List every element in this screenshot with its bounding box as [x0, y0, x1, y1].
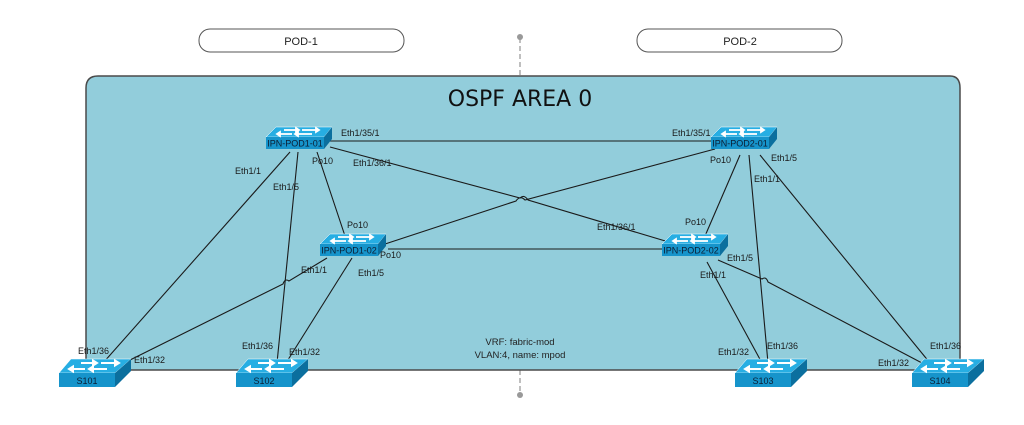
switch-label: IPN-POD1-01 — [267, 139, 323, 149]
pod-2-label-box: POD-2 — [636, 28, 843, 53]
switch-s104[interactable]: S104 — [911, 358, 985, 387]
port-label: Eth1/1 — [301, 265, 327, 275]
area-title: OSPF AREA 0 — [448, 87, 592, 112]
switch-ipn-pod2-01[interactable]: IPN-POD2-01 — [710, 126, 778, 149]
port-label: Po10 — [312, 156, 333, 166]
switch-label: IPN-POD2-02 — [663, 246, 719, 256]
port-label: Eth1/35/1 — [672, 128, 711, 138]
switch-s102[interactable]: S102 — [235, 358, 309, 387]
ospf-area-box — [85, 75, 961, 371]
port-labels: Eth1/35/1 Eth1/36/1 Po10 Eth1/1 Eth1/5 P… — [78, 128, 961, 368]
port-label: Eth1/1 — [754, 174, 780, 184]
port-label: Eth1/32 — [134, 355, 165, 365]
vrf-note: VRF: fabric-mod — [485, 337, 554, 348]
switch-label: S104 — [929, 376, 950, 386]
switch-s103[interactable]: S103 — [734, 358, 808, 387]
switch-arrows-icon — [67, 358, 121, 374]
port-label: Po10 — [710, 155, 731, 165]
port-label: Eth1/5 — [727, 253, 753, 263]
vlan-note: VLAN:4, name: mpod — [475, 350, 566, 361]
switch-ipn-pod1-01[interactable]: IPN-POD1-01 — [265, 126, 333, 149]
switch-label: IPN-POD2-01 — [712, 139, 768, 149]
link-pod1-01-s102 — [276, 151, 299, 364]
port-label: Eth1/36/1 — [353, 158, 392, 168]
port-label: Eth1/36 — [78, 346, 109, 356]
switch-label: S103 — [752, 376, 773, 386]
port-label: Eth1/32 — [718, 347, 749, 357]
port-label: Eth1/36 — [767, 341, 798, 351]
port-label: Po10 — [380, 250, 401, 260]
switch-arrows-icon — [720, 126, 766, 138]
switch-ipn-pod2-02[interactable]: IPN-POD2-02 — [661, 233, 729, 256]
switch-arrows-icon — [275, 126, 321, 138]
link-pod2-01-pod2-02 — [704, 154, 741, 237]
port-label: Eth1/32 — [878, 358, 909, 368]
switch-arrows-icon — [244, 358, 298, 374]
pod-2-label: POD-2 — [723, 36, 757, 48]
link-pod2-01-s104 — [759, 154, 931, 364]
port-label: Eth1/5 — [273, 182, 299, 192]
link-pod1-01-pod1-02 — [316, 151, 346, 237]
switch-label: IPN-POD1-02 — [321, 246, 377, 256]
link-pod1-02-s101 — [123, 257, 328, 364]
switch-ipn-pod1-02[interactable]: IPN-POD1-02 — [319, 233, 387, 256]
link-pod1-02-pod2-01 — [381, 148, 716, 246]
port-label: Eth1/36/1 — [597, 222, 636, 232]
port-label: Eth1/36 — [930, 341, 961, 351]
port-label: Eth1/32 — [289, 347, 320, 357]
pod-divider — [517, 34, 523, 398]
switch-label: S102 — [253, 376, 274, 386]
port-label: Eth1/5 — [771, 153, 797, 163]
pod-1-label: POD-1 — [284, 36, 318, 48]
switch-arrows-icon — [329, 233, 375, 245]
switch-arrows-icon — [743, 358, 797, 374]
switch-label: S101 — [76, 376, 97, 386]
port-label: Eth1/5 — [358, 268, 384, 278]
port-label: Eth1/1 — [700, 270, 726, 280]
port-label: Eth1/35/1 — [341, 128, 380, 138]
links — [102, 140, 931, 364]
link-pod1-02-s102 — [285, 257, 353, 364]
link-pod2-02-s103 — [706, 261, 763, 364]
switch-arrows-icon — [920, 358, 974, 374]
port-label: Eth1/36 — [242, 341, 273, 351]
link-pod1-01-s101 — [102, 151, 291, 364]
switch-arrows-icon — [671, 233, 717, 245]
port-label: Eth1/1 — [235, 166, 261, 176]
port-label: Po10 — [347, 220, 368, 230]
link-pod2-02-s104 — [717, 259, 923, 364]
pod-1-label-box: POD-1 — [198, 28, 405, 53]
switch-s101[interactable]: S101 — [58, 358, 132, 387]
port-label: Po10 — [685, 217, 706, 227]
link-pod2-01-s103 — [748, 154, 769, 364]
